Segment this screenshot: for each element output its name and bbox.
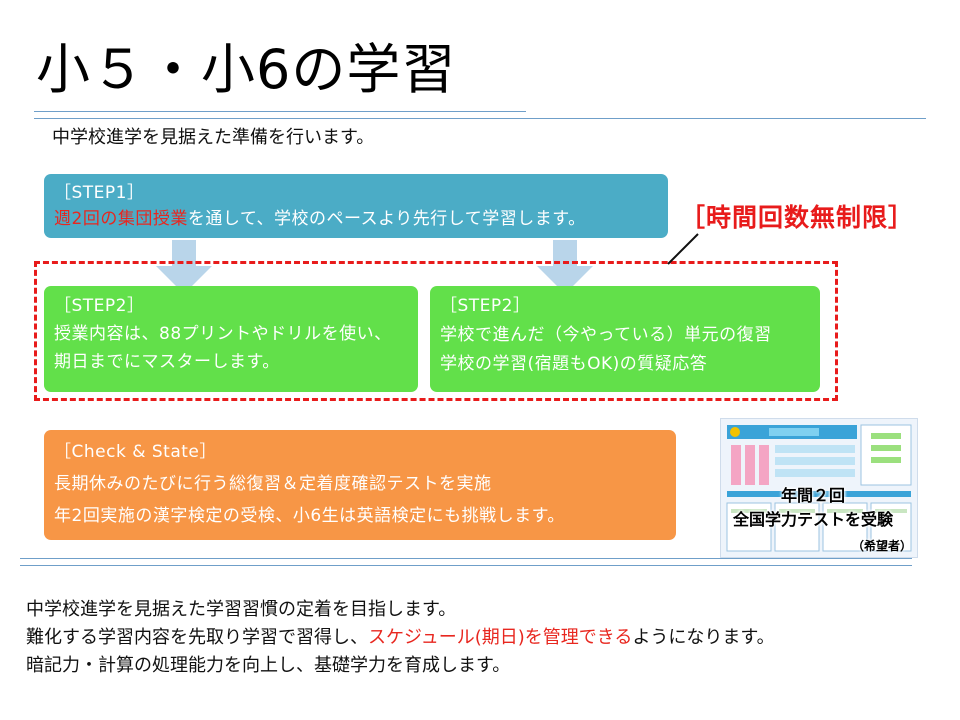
step1-label: ［STEP1］ bbox=[54, 183, 145, 203]
step2-right-line1: 学校で進んだ（今やっている）単元の復習 bbox=[440, 325, 772, 345]
summary-line3: 暗記力・計算の処理能力を向上し、基礎学力を育成します。 bbox=[26, 655, 511, 676]
check-state-box: ［Check & State］ 長期休みのたびに行う総復習＆定着度確認テストを実… bbox=[44, 430, 676, 540]
down-arrow-icon bbox=[156, 240, 212, 294]
bottom-divider-2 bbox=[20, 565, 912, 566]
check-line1: 長期休みのたびに行う総復習＆定着度確認テストを実施 bbox=[54, 474, 492, 494]
down-arrow-icon bbox=[537, 240, 593, 294]
bottom-divider bbox=[20, 558, 912, 559]
summary-line1: 中学校進学を見据えた学習習慣の定着を目指します。 bbox=[26, 599, 457, 620]
national-test-line1: 年間２回 bbox=[780, 486, 845, 505]
step1-text: 週2回の集団授業を通して、学校のペースより先行して学習します。 bbox=[54, 206, 658, 232]
title-divider bbox=[34, 111, 526, 112]
page-title: 小５・小6の学習 bbox=[36, 38, 457, 101]
step1-highlight: 週2回の集団授業 bbox=[54, 209, 188, 229]
unlimited-frame bbox=[34, 261, 838, 401]
summary-text: 中学校進学を見据えた学習習慣の定着を目指します。 難化する学習内容を先取り学習で… bbox=[26, 596, 775, 680]
callout-line bbox=[667, 233, 699, 265]
national-test-caption: 年間２回 全国学力テストを受験 bbox=[706, 484, 920, 532]
step2-right-box: ［STEP2］ 学校で進んだ（今やっている）単元の復習 学校の学習(宿題もOK)… bbox=[430, 286, 820, 392]
step2-left-box: ［STEP2］ 授業内容は、88プリントやドリルを使い、 期日までにマスターしま… bbox=[44, 286, 418, 392]
step1-box: ［STEP1］ 週2回の集団授業を通して、学校のペースより先行して学習します。 bbox=[44, 174, 668, 238]
summary-line2: 難化する学習内容を先取り学習で習得し、スケジュール(期日)を管理できるようになり… bbox=[26, 624, 775, 652]
step2-left-label: ［STEP2］ bbox=[54, 296, 145, 316]
header-divider bbox=[34, 118, 926, 119]
unlimited-label: ［時間回数無制限］ bbox=[680, 203, 915, 232]
summary-line2-highlight: スケジュール(期日)を管理できる bbox=[368, 627, 633, 648]
test-booklet-image bbox=[720, 418, 918, 558]
check-label: ［Check & State］ bbox=[54, 442, 217, 462]
intro-text: 中学校進学を見据えた準備を行います。 bbox=[52, 127, 375, 148]
national-test-line2: 全国学力テストを受験 bbox=[732, 510, 893, 529]
step2-left-line1: 授業内容は、88プリントやドリルを使い、 bbox=[54, 324, 392, 344]
step2-right-line2: 学校の学習(宿題もOK)の質疑応答 bbox=[440, 354, 708, 374]
summary-line2-end: ようになります。 bbox=[632, 627, 775, 648]
summary-line2-start: 難化する学習内容を先取り学習で習得し、 bbox=[26, 627, 368, 648]
step1-text-rest: を通して、学校のペースより先行して学習します。 bbox=[187, 209, 586, 229]
check-line2: 年2回実施の漢字検定の受検、小6生は英語検定にも挑戦します。 bbox=[54, 506, 565, 526]
step2-left-line2: 期日までにマスターします。 bbox=[54, 352, 280, 372]
test-sheet-illustration bbox=[721, 419, 917, 557]
step2-right-label: ［STEP2］ bbox=[440, 296, 531, 316]
national-test-note: （希望者） bbox=[852, 539, 913, 553]
